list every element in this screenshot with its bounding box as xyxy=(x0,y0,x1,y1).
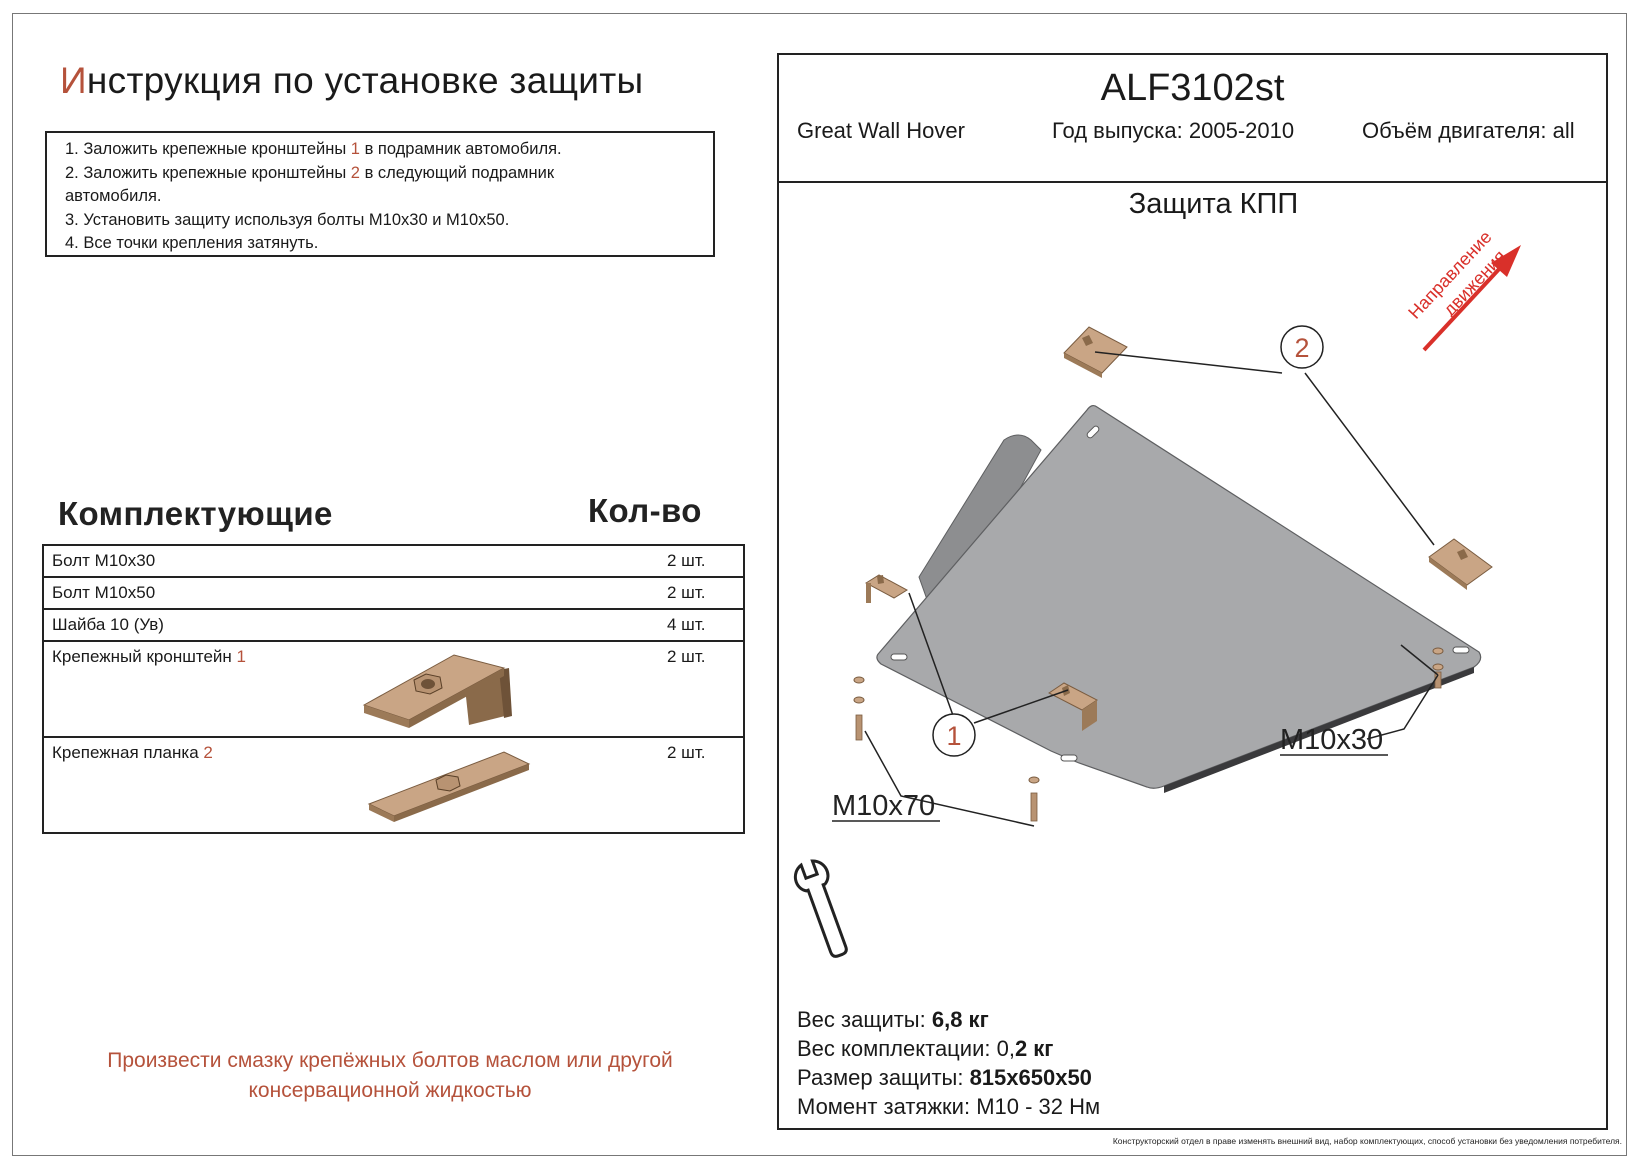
part-name: Крепежная планка 2 xyxy=(52,743,213,762)
bolt-label-m10x70: M10x70 xyxy=(832,790,935,822)
car-model: Great Wall Hover xyxy=(797,118,965,143)
header-divider xyxy=(779,181,1606,183)
spec-kit-weight: Вес комплектации: 0,2 кг xyxy=(797,1036,1054,1061)
instruction-step: 1. Заложить крепежные кронштейны 1 в под… xyxy=(65,140,562,158)
qty-heading: Кол-во xyxy=(588,492,702,529)
bolt-right xyxy=(1432,647,1444,689)
instruction-step: 2. Заложить крепежные кронштейны 2 в сле… xyxy=(65,163,555,182)
callout-2-label: 2 xyxy=(1294,333,1309,363)
table-row: Крепежный кронштейн 1 2 шт. xyxy=(44,642,743,738)
title-rest: нструкция по установке защиты xyxy=(86,60,644,101)
part-qty: 2 шт. xyxy=(667,583,706,602)
spec-torque: Момент затяжки: М10 - 32 Нм xyxy=(797,1094,1101,1119)
spec-size: Размер защиты: 815х650х50 xyxy=(797,1065,1092,1090)
part-qty: 2 шт. xyxy=(667,743,706,762)
parts-table: Болт М10х30 2 шт. Болт М10х50 2 шт. Шайб… xyxy=(42,544,745,834)
title-first-letter: И xyxy=(60,60,87,101)
table-row: Болт М10х30 2 шт. xyxy=(44,546,743,578)
part-qty: 2 шт. xyxy=(667,647,706,666)
callout-1-circle xyxy=(932,713,976,757)
table-row: Болт М10х50 2 шт. xyxy=(44,578,743,610)
spec-weight: Вес защиты: 6,8 кг xyxy=(797,1007,989,1032)
specs-block: Вес защиты: 6,8 кг Вес комплектации: 0,2… xyxy=(797,1005,1100,1121)
part-name: Болт М10х50 xyxy=(52,583,156,602)
bolt-bottom xyxy=(1028,776,1040,822)
part-title: Защита КПП xyxy=(1128,188,1299,220)
table-row: Крепежная планка 2 2 шт. xyxy=(44,738,743,834)
bracket-bottom xyxy=(1048,682,1098,731)
part-name: Крепежный кронштейн 1 xyxy=(52,647,246,666)
bracket-plate-right xyxy=(1428,538,1493,590)
part-name: Болт М10х30 xyxy=(52,551,156,570)
disclaimer: Конструкторский отдел в праве изменять в… xyxy=(1112,1136,1622,1146)
table-row: Шайба 10 (Ув) 4 шт. xyxy=(44,610,743,642)
engine-volume: Объём двигателя: all xyxy=(1362,118,1575,143)
direction-arrow xyxy=(1422,265,1503,352)
plate-image xyxy=(367,751,531,822)
callout-lines xyxy=(864,351,1439,827)
bracket-image xyxy=(362,654,512,728)
installation-diagram: Направление движения xyxy=(793,227,1521,958)
production-years: Год выпуска: 2005-2010 xyxy=(1052,118,1295,143)
bolt-label-m10x30: M10x30 xyxy=(1280,724,1383,756)
product-code: ALF3102st xyxy=(1100,67,1285,109)
product-panel: ALF3102st Great Wall Hover Год выпуска: … xyxy=(777,53,1608,1130)
callout-1-label: 1 xyxy=(946,721,961,751)
bolt-left xyxy=(853,676,865,741)
part-qty: 2 шт. xyxy=(667,551,706,570)
mount-slot xyxy=(1086,425,1100,439)
page-title: Инструкция по установке защиты xyxy=(60,60,643,102)
wrench-icon xyxy=(793,859,848,958)
part-name: Шайба 10 (Ув) xyxy=(52,615,164,634)
mount-slot xyxy=(1060,754,1078,762)
bracket-plate-top xyxy=(1063,326,1128,378)
plate-edge xyxy=(1164,667,1474,793)
part-qty: 4 шт. xyxy=(667,615,706,634)
callout-2-circle xyxy=(1280,325,1324,369)
bracket-left xyxy=(864,574,909,603)
parts-heading: Комплектующие xyxy=(58,495,333,532)
mount-slot xyxy=(1452,646,1470,654)
instruction-step: автомобиля. xyxy=(65,187,162,205)
direction-arrowhead xyxy=(1491,245,1521,277)
instructions-box: 1. Заложить крепежные кронштейны 1 в под… xyxy=(45,131,715,257)
instruction-step: 3. Установить защиту используя болты М10… xyxy=(65,210,510,229)
page-frame xyxy=(12,13,1627,1156)
lubrication-note: Произвести смазку крепёжных болтов масло… xyxy=(107,1049,673,1102)
instruction-step: 4. Все точки крепления затянуть. xyxy=(65,234,319,252)
mount-slot xyxy=(890,653,908,661)
